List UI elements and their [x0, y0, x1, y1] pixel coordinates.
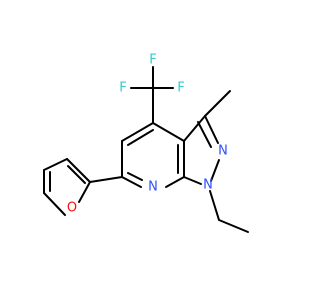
pyridine-nitrogen-label: N	[148, 180, 158, 195]
bond-n7-c6	[121, 176, 142, 188]
atom-labels: F F F N N N O	[67, 53, 228, 216]
bond-c3-n2	[204, 115, 219, 144]
bond-furan-c3-c2-inner	[67, 165, 86, 184]
bond-furan-c3-c2	[66, 158, 91, 183]
bond-n1-c7a	[183, 176, 202, 185]
bond-c5-c4-inner	[127, 129, 154, 146]
bond-n1-ch2	[209, 190, 220, 221]
furan-oxygen-label: O	[67, 201, 77, 216]
bond-furan-c4-c3	[43, 158, 68, 171]
bond-c5-c4	[121, 122, 154, 142]
fluorine-atom-label-left: F	[119, 81, 126, 96]
bond-furan-c2-o	[78, 181, 91, 203]
bond-ch2-ch3	[218, 219, 249, 233]
bond-c6-furan	[89, 176, 123, 183]
bond-lines	[43, 66, 249, 233]
pyrazole-n1-label: N	[203, 178, 213, 193]
bond-furan-o-c5	[43, 192, 66, 216]
bond-c4-c3a	[152, 122, 185, 142]
bond-c3-n2-inner	[197, 121, 212, 148]
fluorine-atom-label-right: F	[177, 81, 184, 96]
pyrazole-n2-label: N	[218, 144, 228, 159]
chemical-structure-diagram: F F F N N N O	[43, 53, 249, 233]
bond-c3-methyl	[204, 90, 231, 117]
bond-n2-n1	[210, 159, 220, 182]
bond-c3a-c3	[183, 115, 206, 142]
bond-n7-c6-inner	[127, 172, 143, 181]
fluorine-atom-label-top: F	[149, 53, 156, 68]
bond-c7a-n7	[165, 176, 185, 188]
